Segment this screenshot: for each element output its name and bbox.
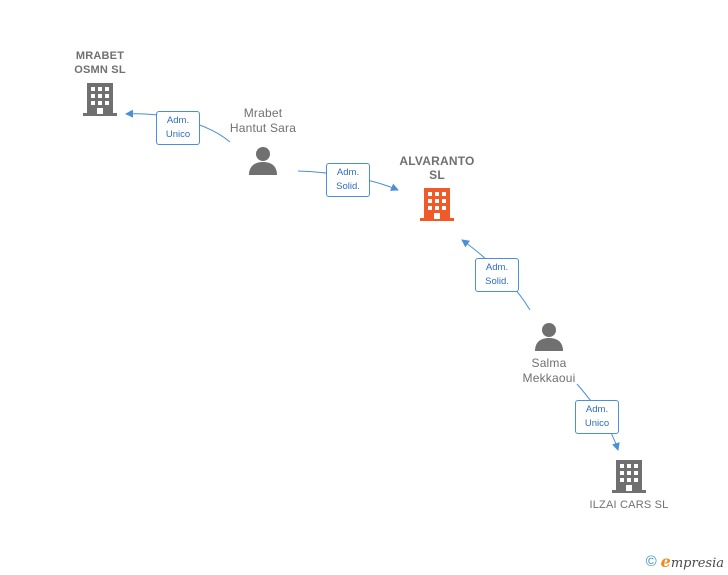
person-name: Mrabet Hantut Sara [229, 106, 297, 135]
building-icon [612, 460, 646, 493]
company-name: MRABET OSMN SL [74, 50, 126, 76]
person-icon [249, 147, 277, 175]
edge-label-adm-unico[interactable]: Adm. Unico [575, 400, 619, 434]
company-name: ALVARANTO SL [399, 154, 475, 182]
company-node-mrabet-osmn[interactable]: MRABET OSMN SL [58, 49, 142, 117]
company-name: ILZAI CARS SL [589, 499, 669, 511]
edge-label-adm-solid[interactable]: Adm. Solid. [326, 163, 370, 197]
copyright-icon: © [645, 553, 657, 570]
person-name: Salma Mekkaoui [522, 356, 576, 385]
person-icon [535, 323, 563, 351]
company-node-alvaranto[interactable]: ALVARANTO SL [390, 154, 484, 222]
company-node-ilzai-cars[interactable]: ILZAI CARS SL [576, 458, 682, 512]
brand-logo: empresia [660, 552, 724, 571]
empresia-watermark: © empresia [646, 552, 724, 571]
person-node-salma-mekkaoui[interactable]: Salma Mekkaoui [506, 322, 592, 386]
person-node-mrabet-hantut[interactable]: Mrabet Hantut Sara [220, 106, 306, 176]
edge-label-adm-unico[interactable]: Adm. Unico [156, 111, 200, 145]
edge-label-adm-solid[interactable]: Adm. Solid. [475, 258, 519, 292]
building-icon [420, 188, 454, 221]
building-icon [83, 83, 117, 116]
